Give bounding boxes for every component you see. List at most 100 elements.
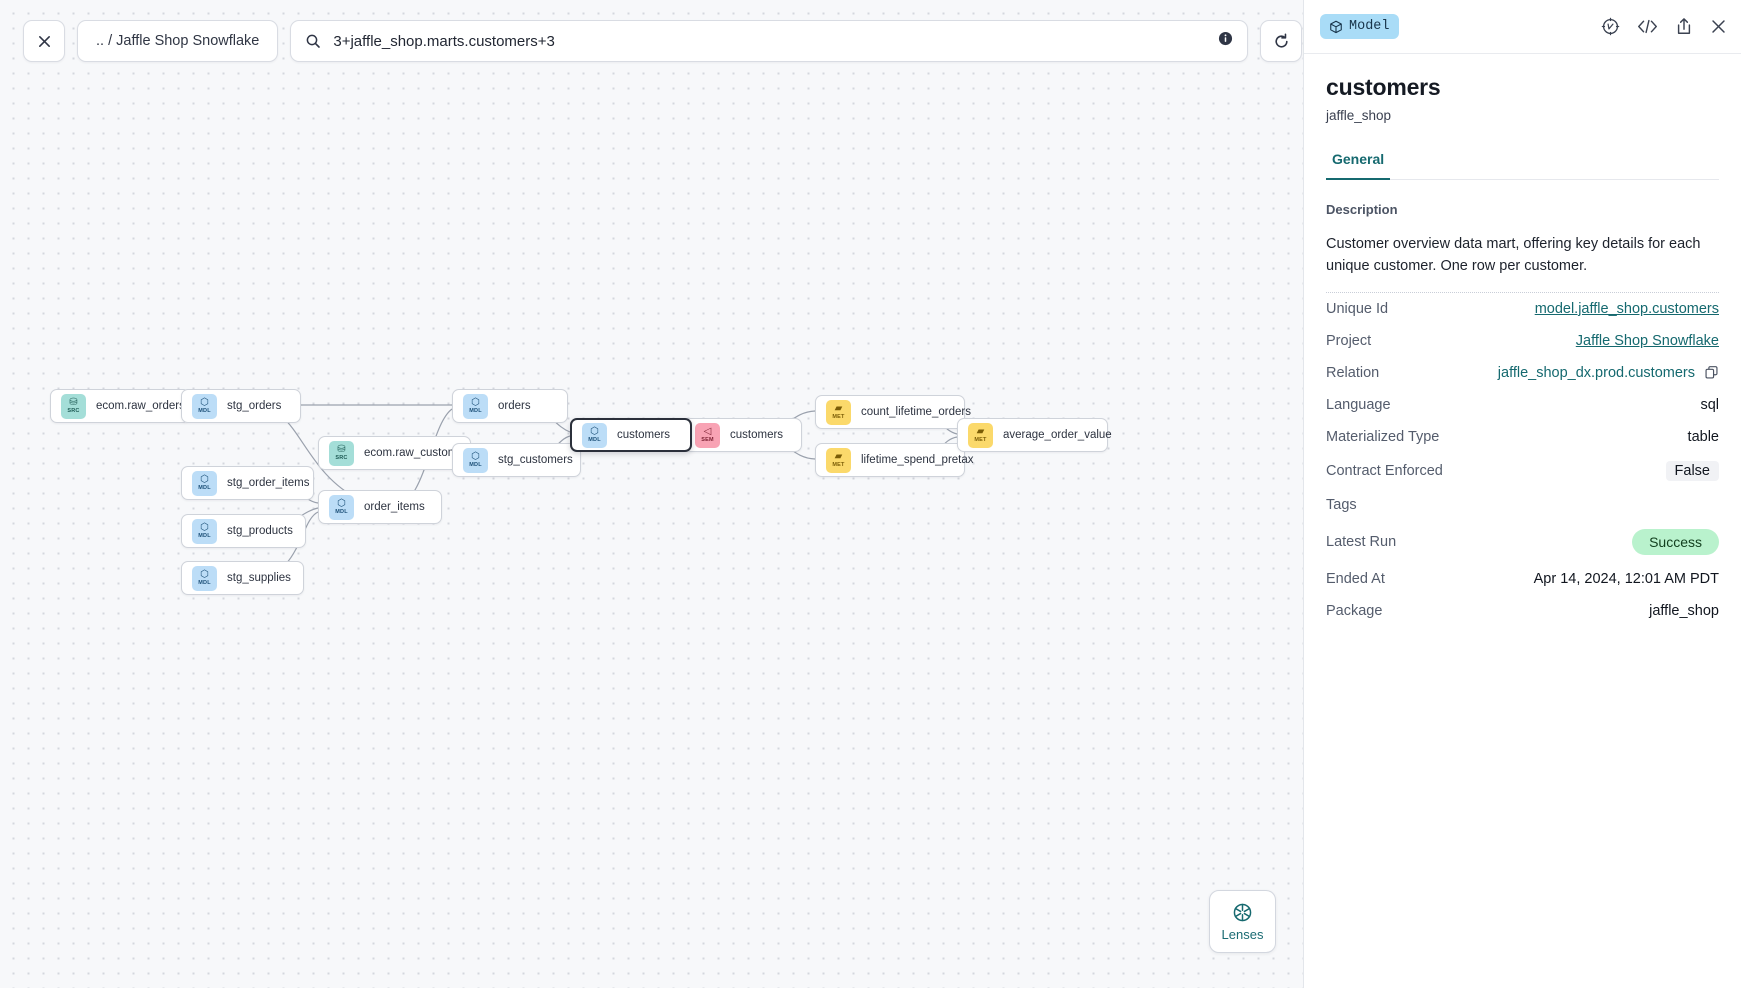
refresh-icon bbox=[1275, 33, 1288, 48]
detail-key: Project bbox=[1326, 332, 1372, 349]
met-badge-icon: ▰MET bbox=[826, 447, 851, 473]
met-badge-icon: ▰MET bbox=[968, 422, 993, 448]
graph-node-label: count_lifetime_orders bbox=[861, 406, 971, 418]
mdl-badge-icon: ⬡MDL bbox=[329, 494, 354, 520]
detail-key: Language bbox=[1326, 396, 1391, 413]
detail-key: Tags bbox=[1326, 496, 1357, 513]
detail-row: Package jaffle_shop bbox=[1326, 595, 1719, 627]
mdl-badge-icon: ⬡MDL bbox=[192, 393, 217, 419]
mdl-badge-icon: ⬡MDL bbox=[192, 565, 217, 591]
description-label: Description bbox=[1326, 202, 1398, 217]
detail-row: Ended At Apr 14, 2024, 12:01 AM PDT bbox=[1326, 563, 1719, 595]
detail-value-wrap: Success bbox=[1632, 528, 1719, 555]
graph-node-orders[interactable]: ⬡MDL orders bbox=[452, 389, 568, 423]
panel-body: Description Customer overview data mart,… bbox=[1304, 180, 1741, 988]
graph-node-label: stg_supplies bbox=[227, 572, 291, 584]
detail-value: False bbox=[1665, 460, 1719, 481]
detail-value[interactable]: model.jaffle_shop.customers bbox=[1534, 300, 1719, 317]
close-lineage-button[interactable] bbox=[23, 20, 65, 62]
search-icon bbox=[307, 34, 321, 48]
mdl-badge-icon: ⬡MDL bbox=[463, 393, 488, 419]
detail-value: Success bbox=[1632, 528, 1719, 555]
close-icon bbox=[38, 35, 50, 47]
mdl-badge-icon: ⬡MDL bbox=[582, 422, 607, 448]
graph-node-stg_order_items[interactable]: ⬡MDL stg_order_items bbox=[181, 466, 314, 500]
graph-node-label: average_order_value bbox=[1003, 429, 1112, 441]
graph-node-label: lifetime_spend_pretax bbox=[861, 454, 974, 466]
detail-value-wrap: sql bbox=[1700, 397, 1719, 413]
graph-node-label: ecom.raw_orders bbox=[96, 400, 185, 412]
info-icon[interactable] bbox=[1218, 31, 1233, 51]
graph-node-count_lifetime_orders[interactable]: ▰MET count_lifetime_orders bbox=[815, 395, 971, 429]
detail-value-wrap: jaffle_shop bbox=[1649, 603, 1719, 619]
detail-value-wrap: jaffle_shop_dx.prod.customers bbox=[1498, 365, 1719, 381]
lenses-button[interactable]: Lenses bbox=[1209, 890, 1276, 953]
panel-title-block: customers jaffle_shop bbox=[1304, 54, 1741, 123]
graph-node-average_order_value[interactable]: ▰MET average_order_value bbox=[957, 418, 1112, 452]
detail-value-wrap: table bbox=[1688, 429, 1719, 445]
lenses-label: Lenses bbox=[1221, 926, 1264, 942]
aperture-icon bbox=[1233, 903, 1252, 921]
src-badge-icon: ⛁SRC bbox=[329, 440, 354, 466]
detail-value: Apr 14, 2024, 12:01 AM PDT bbox=[1533, 570, 1719, 587]
tab-general[interactable]: General bbox=[1326, 151, 1391, 180]
met-badge-icon: ▰MET bbox=[826, 399, 851, 425]
graph-node-label: customers bbox=[617, 429, 671, 441]
detail-key: Materialized Type bbox=[1326, 428, 1440, 445]
graph-node-customers[interactable]: ⬡MDL customers bbox=[570, 418, 692, 452]
graph-node-stg_supplies[interactable]: ⬡MDL stg_supplies bbox=[181, 561, 304, 595]
graph-node-label: stg_orders bbox=[227, 400, 282, 412]
resource-type-chip[interactable]: Model bbox=[1320, 14, 1399, 39]
detail-key: Package bbox=[1326, 602, 1383, 619]
graph-node-label: order_items bbox=[364, 501, 425, 513]
cube-icon bbox=[1330, 20, 1342, 33]
detail-value: sql bbox=[1700, 396, 1719, 413]
detail-key: Relation bbox=[1326, 364, 1380, 381]
detail-row: Latest Run Success bbox=[1326, 521, 1719, 563]
breadcrumb[interactable]: .. / Jaffle Shop Snowflake bbox=[77, 20, 279, 62]
detail-value-wrap: Apr 14, 2024, 12:01 AM PDT bbox=[1534, 571, 1719, 587]
graph-node-label: stg_order_items bbox=[227, 477, 310, 489]
detail-key: Ended At bbox=[1326, 570, 1385, 587]
detail-value: jaffle_shop bbox=[1649, 602, 1719, 619]
detail-row: Project Jaffle Shop Snowflake bbox=[1326, 325, 1719, 357]
resource-type-label: Model bbox=[1349, 19, 1390, 34]
search-input[interactable] bbox=[333, 32, 1207, 50]
panel-tabs: General bbox=[1326, 151, 1719, 180]
refresh-button[interactable] bbox=[1260, 20, 1303, 62]
detail-value: table bbox=[1687, 428, 1719, 445]
graph-node-order_items[interactable]: ⬡MDL order_items bbox=[318, 490, 442, 524]
detail-row: Tags bbox=[1326, 489, 1719, 521]
page-title: customers bbox=[1326, 74, 1441, 100]
canvas-toolbar: .. / Jaffle Shop Snowflake bbox=[23, 20, 1303, 62]
panel-actions bbox=[1601, 17, 1727, 36]
close-icon[interactable] bbox=[1710, 18, 1727, 35]
share-icon[interactable] bbox=[1675, 17, 1693, 36]
graph-node-stg_orders[interactable]: ⬡MDL stg_orders bbox=[181, 389, 301, 423]
detail-row: Materialized Type table bbox=[1326, 421, 1719, 453]
graph-node-label: orders bbox=[498, 400, 531, 412]
mdl-badge-icon: ⬡MDL bbox=[192, 470, 217, 496]
graph-node-label: stg_products bbox=[227, 525, 293, 537]
detail-value[interactable]: Jaffle Shop Snowflake bbox=[1575, 332, 1719, 349]
code-icon[interactable] bbox=[1637, 18, 1658, 35]
copy-icon[interactable] bbox=[1704, 365, 1719, 380]
detail-key: Latest Run bbox=[1326, 533, 1397, 550]
lens-icon[interactable] bbox=[1601, 17, 1620, 36]
sem-badge-icon: ◁SEM bbox=[695, 422, 720, 448]
panel-header: Model bbox=[1304, 0, 1741, 54]
detail-value[interactable]: jaffle_shop_dx.prod.customers bbox=[1497, 364, 1695, 381]
lineage-search[interactable] bbox=[290, 20, 1249, 62]
graph-node-lifetime_spend_pretax[interactable]: ▰MET lifetime_spend_pretax bbox=[815, 443, 974, 477]
detail-value-wrap: False bbox=[1665, 460, 1719, 481]
page-subtitle: jaffle_shop bbox=[1326, 108, 1392, 123]
